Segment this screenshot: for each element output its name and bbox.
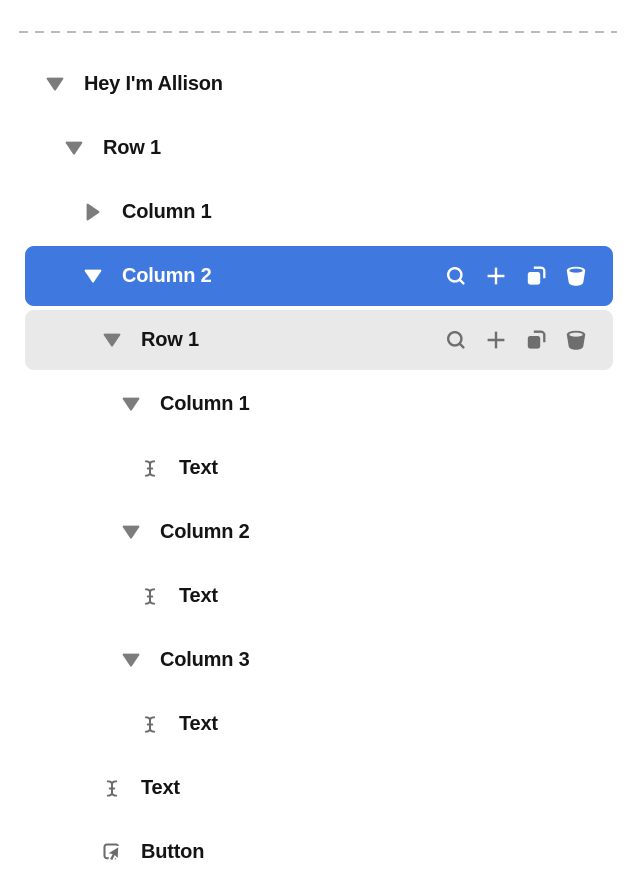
text-cursor-icon bbox=[140, 457, 160, 480]
row-label: Column 2 bbox=[160, 520, 250, 543]
caret-down-icon[interactable] bbox=[45, 77, 65, 91]
plus-icon[interactable] bbox=[484, 264, 508, 288]
tree-row[interactable]: Column 1 bbox=[0, 180, 634, 244]
tree-row[interactable]: Row 1 bbox=[0, 308, 634, 372]
row-label: Text bbox=[179, 584, 218, 607]
tree-row[interactable]: Column 3 bbox=[0, 628, 634, 692]
tree-row[interactable]: Button bbox=[0, 820, 634, 884]
search-icon[interactable] bbox=[444, 328, 468, 352]
row-label: Hey I'm Allison bbox=[84, 72, 223, 95]
row-label: Column 1 bbox=[122, 200, 212, 223]
row-highlight bbox=[25, 310, 613, 370]
row-label: Button bbox=[141, 840, 205, 863]
tree-row[interactable]: Text bbox=[0, 756, 634, 820]
row-label: Column 3 bbox=[160, 648, 250, 671]
tree-row[interactable]: Column 2 bbox=[0, 500, 634, 564]
button-pointer-icon bbox=[102, 839, 122, 865]
duplicate-icon[interactable] bbox=[524, 264, 548, 288]
row-actions bbox=[444, 328, 588, 352]
tree-row[interactable]: Column 1 bbox=[0, 372, 634, 436]
tree-row[interactable]: Row 1 bbox=[0, 116, 634, 180]
caret-down-icon[interactable] bbox=[83, 269, 103, 283]
row-label: Row 1 bbox=[141, 328, 199, 351]
tree-row[interactable]: Hey I'm Allison bbox=[0, 52, 634, 116]
caret-down-icon[interactable] bbox=[64, 141, 84, 155]
tree-row[interactable]: Text bbox=[0, 436, 634, 500]
caret-down-icon[interactable] bbox=[121, 653, 141, 667]
row-label: Column 1 bbox=[160, 392, 250, 415]
row-highlight bbox=[25, 246, 613, 306]
row-label: Column 2 bbox=[122, 264, 212, 287]
row-label: Text bbox=[179, 456, 218, 479]
duplicate-icon[interactable] bbox=[524, 328, 548, 352]
text-cursor-icon bbox=[140, 585, 160, 608]
row-label: Text bbox=[141, 776, 180, 799]
layers-tree: Hey I'm Allison Row 1 Column 1 Column 2 … bbox=[0, 52, 634, 884]
tree-row[interactable]: Text bbox=[0, 692, 634, 756]
text-cursor-icon bbox=[102, 777, 122, 800]
trash-icon[interactable] bbox=[564, 328, 588, 352]
text-cursor-icon bbox=[140, 713, 160, 736]
row-label: Row 1 bbox=[103, 136, 161, 159]
caret-down-icon[interactable] bbox=[102, 333, 122, 347]
tree-row[interactable]: Text bbox=[0, 564, 634, 628]
plus-icon[interactable] bbox=[484, 328, 508, 352]
dashed-separator bbox=[19, 31, 617, 33]
search-icon[interactable] bbox=[444, 264, 468, 288]
caret-right-icon[interactable] bbox=[83, 203, 103, 221]
tree-row[interactable]: Column 2 bbox=[0, 244, 634, 308]
row-actions bbox=[444, 264, 588, 288]
caret-down-icon[interactable] bbox=[121, 525, 141, 539]
trash-icon[interactable] bbox=[564, 264, 588, 288]
caret-down-icon[interactable] bbox=[121, 397, 141, 411]
row-label: Text bbox=[179, 712, 218, 735]
